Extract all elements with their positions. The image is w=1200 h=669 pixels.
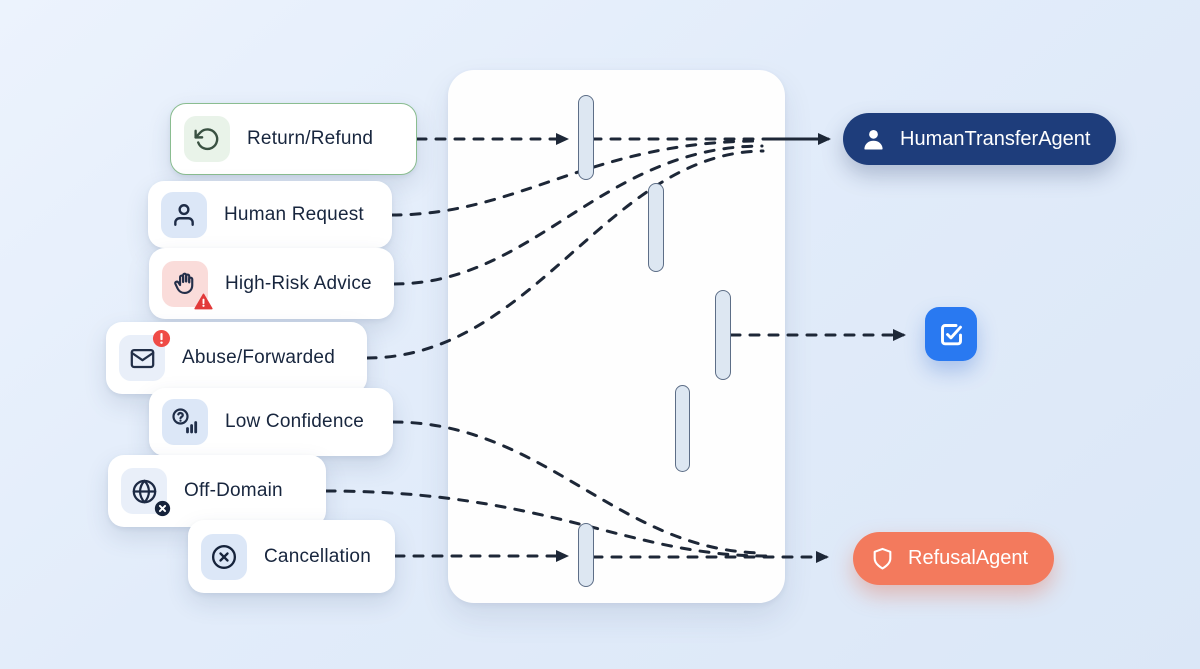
x-circle-icon <box>201 533 247 580</box>
source-card-abuse-forwarded: Abuse/Forwarded <box>106 322 367 394</box>
source-card-off-domain: Off-Domain <box>108 455 326 527</box>
router-panel <box>448 70 785 603</box>
x-badge-icon <box>154 500 171 517</box>
human-transfer-agent-node: HumanTransferAgent <box>843 113 1117 165</box>
globe-blocked-icon <box>121 468 171 517</box>
source-card-low-confidence: Low Confidence <box>149 388 393 456</box>
source-label: Low Confidence <box>225 411 365 432</box>
rotate-ccw-icon <box>184 116 230 162</box>
agent-label: RefusalAgent <box>908 547 1029 569</box>
agent-label: HumanTransferAgent <box>900 127 1091 150</box>
source-card-high-risk-advice: High-Risk Advice <box>149 248 394 319</box>
help-stats-icon <box>162 399 208 445</box>
mail-alert-icon <box>119 329 171 381</box>
hand-warning-icon <box>162 260 213 309</box>
source-card-human-request: Human Request <box>148 181 392 248</box>
source-label: Cancellation <box>264 545 371 567</box>
warning-triangle-icon <box>194 293 213 309</box>
source-label: High-Risk Advice <box>225 272 372 294</box>
source-card-cancellation: Cancellation <box>188 520 395 593</box>
source-label: Return/Refund <box>247 128 374 149</box>
check-square-icon <box>940 323 962 345</box>
source-label: Off-Domain <box>184 480 283 501</box>
gate-slot-top <box>578 95 594 180</box>
gate-slot-middle <box>715 290 731 380</box>
source-card-return-refund: Return/Refund <box>170 103 417 175</box>
gate-slot-2 <box>648 183 664 272</box>
resolve-check-node <box>925 307 977 361</box>
gate-slot-4 <box>675 385 690 472</box>
source-label: Human Request <box>224 203 364 225</box>
shield-icon <box>873 547 892 570</box>
gate-slot-bottom <box>578 523 594 587</box>
user-icon <box>161 191 207 238</box>
alert-badge-icon <box>152 329 171 348</box>
person-icon <box>864 129 883 150</box>
refusal-agent-node: RefusalAgent <box>853 532 1055 585</box>
source-label: Abuse/Forwarded <box>182 347 335 368</box>
